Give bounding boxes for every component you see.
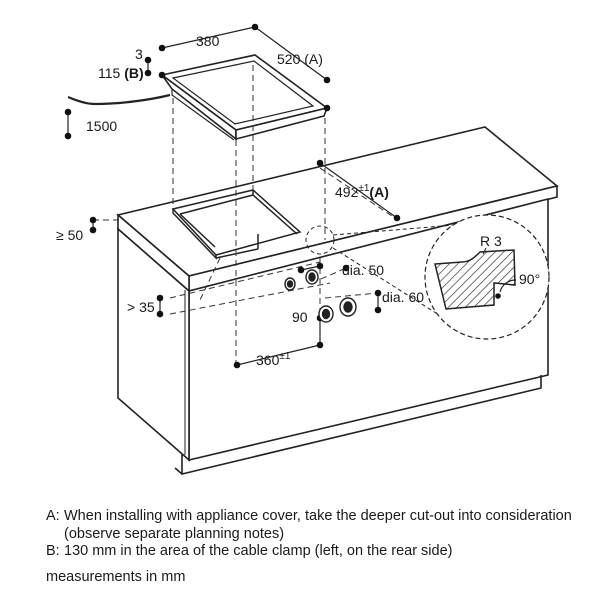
- front-offset-label: ≥ 50: [56, 227, 83, 243]
- projection-lines: [93, 65, 396, 365]
- panel-depth-label: 520 (A): [277, 51, 323, 67]
- footnotes: A: When installing with appliance cover,…: [46, 508, 586, 561]
- units-note: measurements in mm: [46, 569, 186, 585]
- footnote-a-text: When installing with appliance cover, ta…: [64, 508, 572, 542]
- dimension-labels: 380 520 (A) 3 115 (B) 1500 492±1(A) ≥ 50…: [56, 33, 540, 368]
- hole-large-label: dia. 60: [382, 289, 424, 305]
- detail-profile: [434, 249, 516, 310]
- footnote-b-key: B:: [46, 543, 60, 559]
- panel-width-label: 380: [196, 33, 220, 49]
- power-cable: [67, 93, 171, 106]
- cutout-depth-label: 492±1(A): [335, 183, 389, 200]
- height-clearance-label: > 35: [127, 299, 155, 315]
- footnote-a: A: When installing with appliance cover,…: [46, 508, 586, 543]
- footnote-b: B: 130 mm in the area of the cable clamp…: [46, 543, 586, 561]
- footnote-a-key: A:: [46, 508, 60, 524]
- thickness-top-label: 3: [135, 46, 143, 62]
- detail-radius-label: R 3: [480, 233, 502, 249]
- pipe-angle-label: 90: [292, 309, 308, 325]
- cable-length-label: 1500: [86, 118, 117, 134]
- hole-small-label: dia. 50: [342, 262, 384, 278]
- thickness-b-label: 115 (B): [98, 65, 144, 81]
- wall-openings: [284, 269, 357, 323]
- detail-magnifier: [305, 214, 550, 340]
- detail-angle-label: 90°: [519, 271, 540, 287]
- cutout-width-label: 360±1: [256, 351, 291, 368]
- cooktop-panel: [160, 54, 329, 141]
- footnote-b-text: 130 mm in the area of the cable clamp (l…: [64, 543, 453, 559]
